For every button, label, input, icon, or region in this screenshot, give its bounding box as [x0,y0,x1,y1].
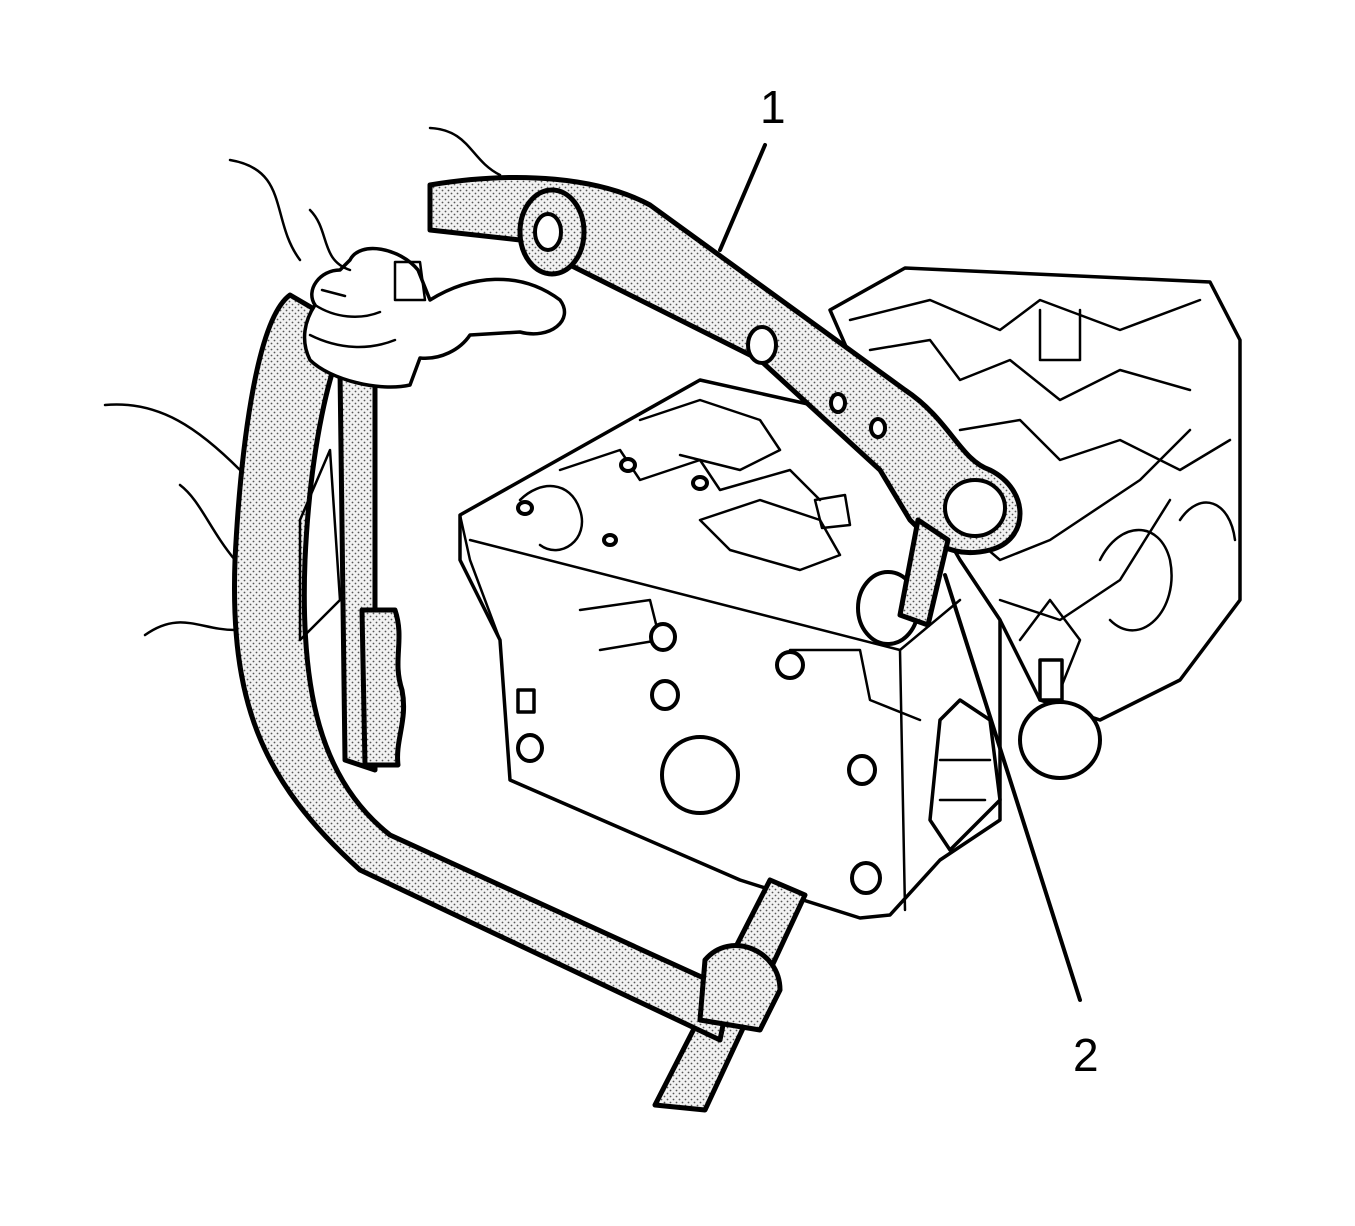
callout-label-2: 2 [1073,1029,1099,1081]
hand [302,246,567,389]
front-port-hole [660,735,740,815]
leader-line-2 [943,573,1082,1002]
motion-lines [103,126,502,637]
rear-port-hole [1018,700,1102,780]
valve-spring-compressor-tool [232,175,1023,1043]
rear-cylinder-head [828,266,1242,780]
tool-eyelet [943,478,1007,538]
callout-label-1: 1 [760,81,786,133]
leader-line-1 [718,143,767,252]
front-cylinder-head [458,378,1002,920]
rear-stud [1038,658,1064,702]
